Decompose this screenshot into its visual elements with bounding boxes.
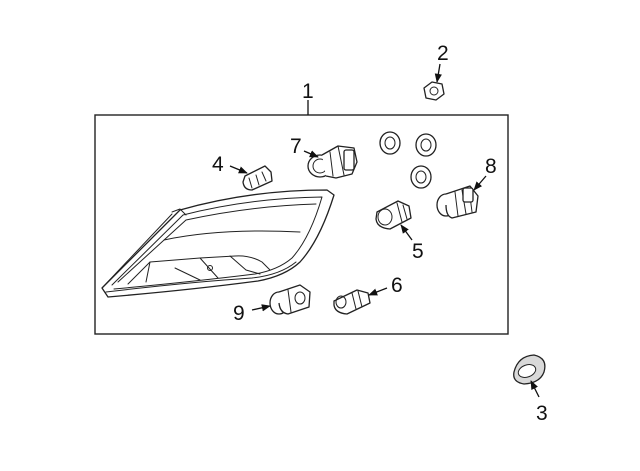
socket-5 [375, 200, 412, 230]
nut-2 [423, 81, 445, 101]
callout-5: 5 [412, 240, 424, 263]
cap-3 [513, 354, 546, 385]
leader-4 [229, 165, 248, 174]
callout-4: 4 [212, 153, 224, 176]
socket-9 [269, 284, 311, 315]
callout-2: 2 [437, 42, 449, 65]
leader-5 [400, 224, 413, 241]
assembly-frame [94, 114, 509, 335]
callout-3: 3 [536, 402, 548, 425]
leader-8 [473, 175, 487, 191]
callout-1: 1 [302, 80, 314, 103]
socket-8 [436, 185, 479, 219]
leader-6 [368, 287, 388, 296]
leader-7 [303, 150, 319, 158]
tail-lamp-housing [101, 189, 335, 298]
socket-7 [307, 145, 358, 179]
bulb-6 [333, 289, 371, 315]
callout-9: 9 [233, 302, 245, 325]
leader-2 [434, 63, 442, 83]
leader-9 [251, 304, 271, 312]
callout-6: 6 [391, 274, 403, 297]
grommet-c [410, 165, 432, 189]
bulb-socket-4 [242, 165, 273, 191]
callout-8: 8 [485, 155, 497, 178]
leader-3 [530, 380, 540, 398]
callout-7: 7 [290, 135, 302, 158]
grommet-b [415, 133, 437, 157]
grommet-a [379, 131, 401, 155]
